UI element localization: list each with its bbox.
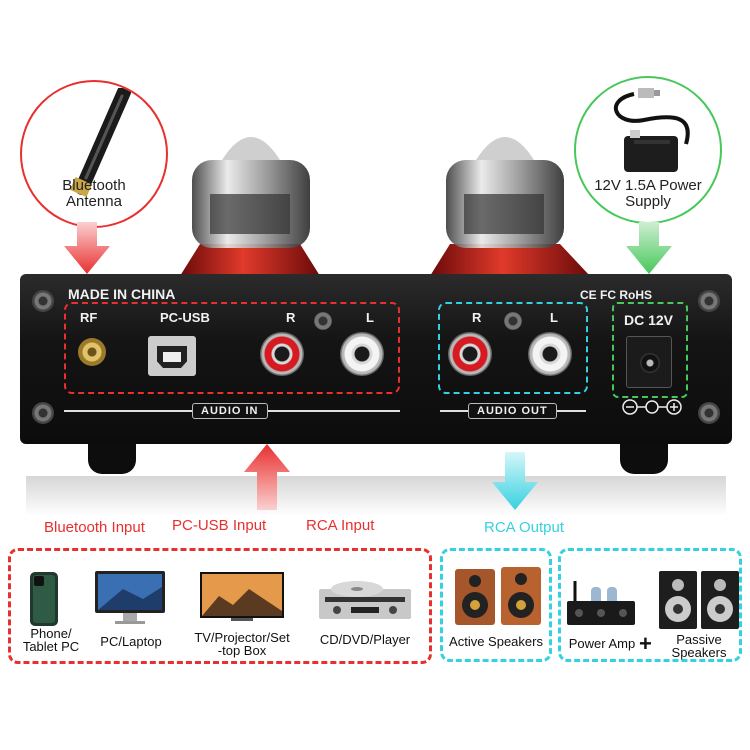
antenna-down-arrow-icon	[64, 222, 110, 274]
dc-12v-label: DC 12V	[624, 312, 674, 328]
pc-usb-input-label: PC-USB Input	[172, 517, 267, 534]
input-r-label: R	[286, 310, 296, 325]
panel-screw	[698, 290, 720, 312]
device-reflection	[26, 476, 726, 516]
tv-icon	[200, 572, 284, 621]
input-rca-left-jack[interactable]	[340, 332, 384, 376]
power-supply-callout: 12V 1.5A Power Supply	[574, 76, 722, 224]
input-sources-box: Phone/ Tablet PC PC/Laptop TV/Projector/…	[8, 548, 432, 664]
panel-screw	[32, 402, 54, 424]
made-in-china-label: MADE IN CHINA	[68, 286, 176, 302]
panel-screw	[32, 290, 54, 312]
amplifier-rear-panel: MADE IN CHINA CE FC RoHS RF PC-USB R L A…	[20, 274, 732, 444]
passive-setup-box: Power Amp + Passive Speakers	[558, 548, 742, 662]
active-speakers-box: Active Speakers	[440, 548, 552, 662]
input-up-arrow-icon	[244, 444, 290, 510]
power-adapter-icon	[613, 88, 690, 172]
output-ports-group	[438, 302, 588, 394]
bluetooth-input-label: Bluetooth Input	[44, 519, 145, 536]
passive-speakers-icon	[659, 571, 739, 629]
antenna-icon	[69, 88, 131, 197]
bluetooth-antenna-callout: Bluetooth Antenna	[20, 80, 168, 228]
phone-caption: Phone/ Tablet PC	[22, 626, 80, 654]
cd-player-icon	[319, 581, 411, 619]
rf-port-label: RF	[80, 310, 98, 325]
audio-out-label: AUDIO OUT	[468, 403, 557, 419]
pc-laptop-caption: PC/Laptop	[100, 634, 162, 649]
plus-icon: +	[639, 631, 652, 656]
antenna-label: Bluetooth Antenna	[62, 177, 126, 210]
power-amp-caption: Power Amp	[568, 636, 636, 651]
power-amp-icon	[567, 581, 635, 625]
output-rca-right-jack[interactable]	[448, 332, 492, 376]
device-foot	[88, 444, 136, 474]
input-rca-right-jack[interactable]	[260, 332, 304, 376]
dc-power-jack[interactable]	[626, 336, 672, 388]
rca-output-label: RCA Output	[484, 519, 565, 536]
input-ports-group	[64, 302, 400, 394]
power-supply-label: 12V 1.5A Power Supply	[594, 177, 702, 210]
cd-dvd-caption: CD/DVD/Player	[319, 632, 411, 647]
dc-power-group	[612, 302, 688, 398]
passive-speakers-caption: Passive Speakers	[671, 632, 727, 660]
polarity-icon	[622, 399, 682, 415]
output-l-label: L	[550, 310, 558, 325]
power-down-arrow-icon	[626, 222, 672, 274]
usb-port-label: PC-USB	[160, 310, 210, 325]
certification-marks: CE FC RoHS	[580, 288, 652, 302]
output-down-arrow-icon	[492, 452, 538, 510]
panel-screw	[698, 402, 720, 424]
ground-screw	[314, 312, 332, 330]
rca-input-label: RCA Input	[306, 517, 375, 534]
device-foot	[620, 444, 668, 474]
ground-screw	[504, 312, 522, 330]
usb-b-port[interactable]	[148, 336, 196, 376]
active-speakers-caption: Active Speakers	[449, 634, 543, 649]
vacuum-tubes	[180, 137, 590, 276]
active-speakers-icon	[455, 567, 541, 625]
output-rca-left-jack[interactable]	[528, 332, 572, 376]
rf-antenna-port[interactable]	[78, 338, 106, 366]
tv-projector-caption: TV/Projector/Set -top Box	[194, 630, 290, 658]
output-r-label: R	[472, 310, 482, 325]
phone-icon	[30, 572, 58, 626]
monitor-icon	[95, 571, 165, 624]
audio-in-label: AUDIO IN	[192, 403, 268, 419]
input-l-label: L	[366, 310, 374, 325]
